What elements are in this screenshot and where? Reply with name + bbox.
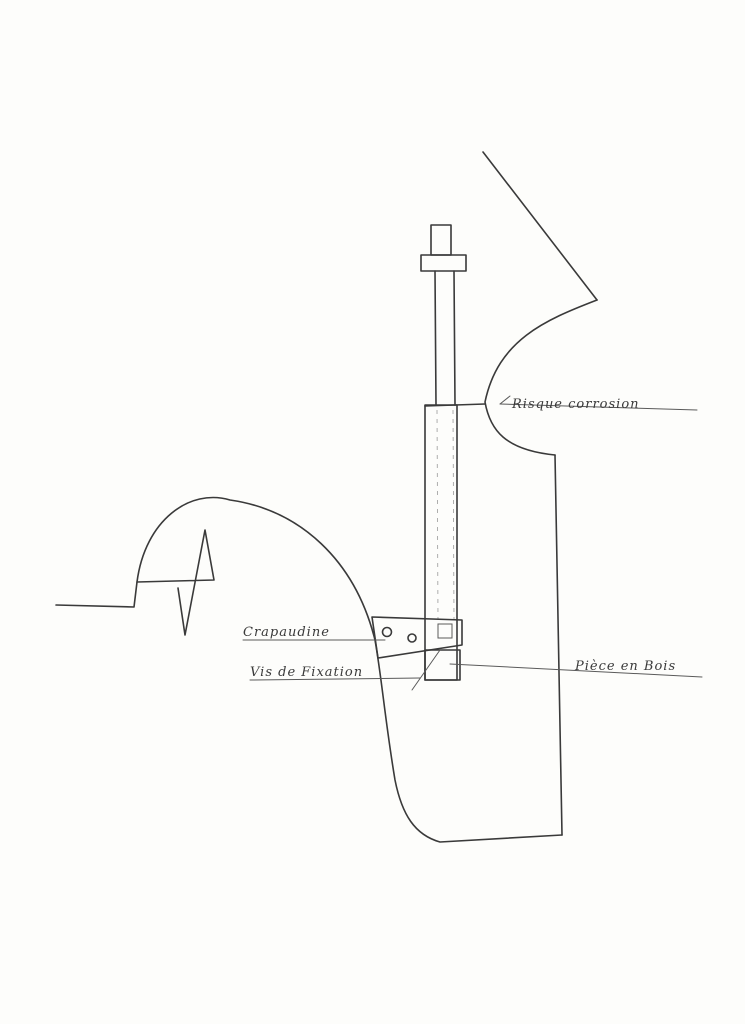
crapaudine-pin [437,623,453,639]
upper-hull-curve [484,299,598,456]
leader-corrosion [499,403,698,411]
leader-bois [449,663,703,678]
rudder-blade [424,404,458,681]
leader-corrosion-arrow [499,395,511,405]
rudder-stock-left [434,270,437,406]
rudder-stock-cap [430,224,452,256]
label-vis-de-fixation: Vis de Fixation [250,665,363,680]
label-risque-corrosion: Risque corrosion [511,397,640,412]
crapaudine-bolt-1 [381,626,393,638]
hull-diagonal-line [482,151,598,301]
wood-piece [424,649,461,681]
stock-hidden-line [436,409,439,621]
right-hull-edge [554,454,563,836]
fixing-screw-line [411,649,441,691]
stock-hidden-line-2 [452,409,455,621]
keel-inner-fold [136,529,215,636]
rudder-stock-nut [420,254,467,272]
crapaudine-bracket [371,616,463,659]
leader-vis [249,677,421,681]
keel-outline [55,496,563,843]
rudder-top-plate [424,403,486,407]
rudder-stock-right [453,270,456,406]
crapaudine-bolt-2 [407,633,417,643]
label-piece-en-bois: Pièce en Bois [574,659,676,674]
label-crapaudine: Crapaudine [243,625,330,640]
